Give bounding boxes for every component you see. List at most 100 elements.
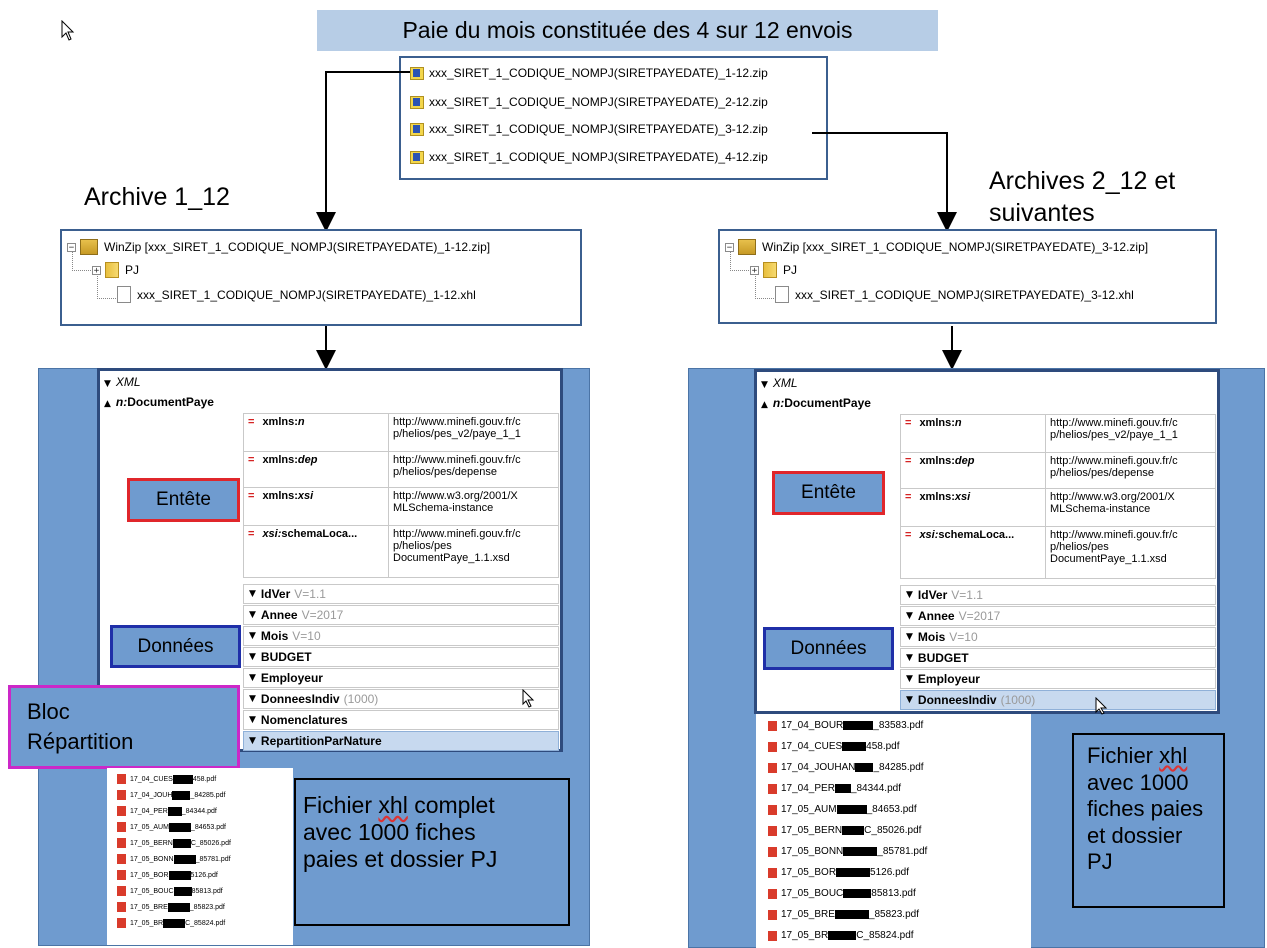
xml-root-row[interactable]: ▼ XML	[104, 375, 141, 389]
pdf-file-item[interactable]: 17_05_AUM_84653.pdf	[768, 804, 917, 815]
tree-line	[755, 276, 774, 299]
collapse-arrow-icon[interactable]: ▼	[249, 673, 256, 683]
zip-file-list: xxx_SIRET_1_CODIQUE_NOMPJ(SIRETPAYEDATE)…	[399, 56, 828, 180]
zip-file-item[interactable]: xxx_SIRET_1_CODIQUE_NOMPJ(SIRETPAYEDATE)…	[410, 66, 768, 80]
pdf-file-item[interactable]: 17_04_PER_84344.pdf	[768, 783, 901, 794]
collapse-arrow-icon[interactable]: ▲	[104, 399, 111, 409]
callout-bloc-line2: Répartition	[27, 729, 134, 754]
collapse-arrow-icon[interactable]: ▼	[249, 631, 256, 641]
winzip-tree-left: − WinZip [xxx_SIRET_1_CODIQUE_NOMPJ(SIRE…	[60, 229, 582, 326]
xml-root-label: XML	[115, 375, 141, 389]
collapse-arrow-icon[interactable]: ▼	[906, 590, 913, 600]
tree-item-folder[interactable]: + PJ	[750, 262, 797, 278]
pdf-file-item[interactable]: 17_04_JOUH_84285.pdf	[117, 790, 225, 800]
collapse-arrow-icon[interactable]: ▼	[249, 694, 256, 704]
pdf-icon	[768, 825, 777, 836]
collapse-toggle-icon[interactable]: −	[67, 242, 76, 253]
pdf-file-item[interactable]: 17_04_PER_84344.pdf	[117, 806, 217, 816]
collapse-arrow-icon[interactable]: ▼	[906, 611, 913, 621]
collapse-arrow-icon[interactable]: ▼	[761, 380, 768, 390]
pdf-file-item[interactable]: 17_05_BRE_85823.pdf	[117, 902, 225, 912]
winzip-archive-icon	[738, 239, 756, 255]
collapse-arrow-icon[interactable]: ▼	[249, 715, 256, 725]
winzip-root-row[interactable]: − WinZip [xxx_SIRET_1_CODIQUE_NOMPJ(SIRE…	[725, 239, 1148, 255]
fichier-line: fiches paies	[1087, 796, 1204, 821]
xml-node-donneesindiv[interactable]: ▼DonneesIndiv(1000)	[243, 689, 559, 709]
collapse-arrow-icon[interactable]: ▼	[906, 674, 913, 684]
tree-item-folder[interactable]: + PJ	[92, 262, 139, 278]
tree-item-xhl-file[interactable]: xxx_SIRET_1_CODIQUE_NOMPJ(SIRETPAYEDATE)…	[775, 286, 1134, 303]
xml-document-row[interactable]: ▲n:DocumentPaye	[104, 395, 214, 409]
expand-toggle-icon[interactable]: +	[92, 265, 101, 276]
attribute-row[interactable]: =xsi:schemaLoca... http://www.minefi.gou…	[243, 525, 559, 578]
equals-icon: =	[248, 528, 255, 540]
collapse-arrow-icon[interactable]: ▼	[249, 736, 256, 746]
zip-file-item[interactable]: xxx_SIRET_1_CODIQUE_NOMPJ(SIRETPAYEDATE)…	[410, 150, 768, 164]
pdf-file-item[interactable]: 17_05_BRE_85823.pdf	[768, 909, 919, 920]
collapse-arrow-icon[interactable]: ▲	[761, 400, 768, 410]
pdf-file-item[interactable]: 17_05_BONN_85781.pdf	[117, 854, 231, 864]
zip-file-item[interactable]: xxx_SIRET_1_CODIQUE_NOMPJ(SIRETPAYEDATE)…	[410, 122, 768, 136]
xml-document-row[interactable]: ▲n:DocumentPaye	[761, 396, 871, 410]
collapse-arrow-icon[interactable]: ▼	[249, 652, 256, 662]
xml-root-row[interactable]: ▼XML	[761, 376, 798, 390]
collapse-arrow-icon[interactable]: ▼	[104, 379, 111, 389]
pdf-icon	[117, 886, 126, 896]
pdf-icon	[768, 930, 777, 941]
attribute-row[interactable]: =xsi:schemaLoca... http://www.minefi.gou…	[900, 526, 1216, 579]
expand-toggle-icon[interactable]: +	[750, 265, 759, 276]
xml-node-nomenclatures[interactable]: ▼Nomenclatures	[243, 710, 559, 730]
collapse-arrow-icon[interactable]: ▼	[906, 653, 913, 663]
collapse-arrow-icon[interactable]: ▼	[906, 632, 913, 642]
xml-node-employeur[interactable]: ▼Employeur	[900, 669, 1216, 689]
collapse-arrow-icon[interactable]: ▼	[249, 589, 256, 599]
xml-node-budget[interactable]: ▼BUDGET	[900, 648, 1216, 668]
fichier-description-right: Fichier xhl avec 1000 fiches paies et do…	[1072, 733, 1225, 908]
collapse-arrow-icon[interactable]: ▼	[249, 610, 256, 620]
pdf-file-item[interactable]: 17_05_AUM_84653.pdf	[117, 822, 226, 832]
xml-node-employeur[interactable]: ▼Employeur	[243, 668, 559, 688]
winzip-root-row[interactable]: − WinZip [xxx_SIRET_1_CODIQUE_NOMPJ(SIRE…	[67, 239, 490, 255]
zip-file-item[interactable]: xxx_SIRET_1_CODIQUE_NOMPJ(SIRETPAYEDATE)…	[410, 95, 768, 109]
xml-node-budget[interactable]: ▼BUDGET	[243, 647, 559, 667]
callout-entete: Entête	[127, 478, 240, 522]
zip-file-icon	[410, 150, 424, 164]
folder-label: PJ	[783, 263, 798, 277]
pdf-icon	[117, 790, 126, 800]
tree-item-xhl-file[interactable]: xxx_SIRET_1_CODIQUE_NOMPJ(SIRETPAYEDATE)…	[117, 286, 476, 303]
pdf-file-item[interactable]: 17_05_BONN_85781.pdf	[768, 846, 927, 857]
callout-bloc-repartition: Bloc Répartition	[8, 685, 240, 769]
zip-file-icon	[410, 122, 424, 136]
pdf-icon	[768, 804, 777, 815]
pdf-file-item[interactable]: 17_04_BOUR_83583.pdf	[768, 720, 923, 731]
pdf-file-item[interactable]: 17_04_JOUHAN_84285.pdf	[768, 762, 924, 773]
xml-node-donneesindiv[interactable]: ▼DonneesIndiv(1000)	[900, 690, 1216, 710]
pdf-icon	[768, 846, 777, 857]
xml-node-repartitionparnature[interactable]: ▼RepartitionParNature	[243, 731, 559, 751]
collapse-arrow-icon[interactable]: ▼	[906, 695, 913, 705]
collapse-toggle-icon[interactable]: −	[725, 242, 734, 253]
